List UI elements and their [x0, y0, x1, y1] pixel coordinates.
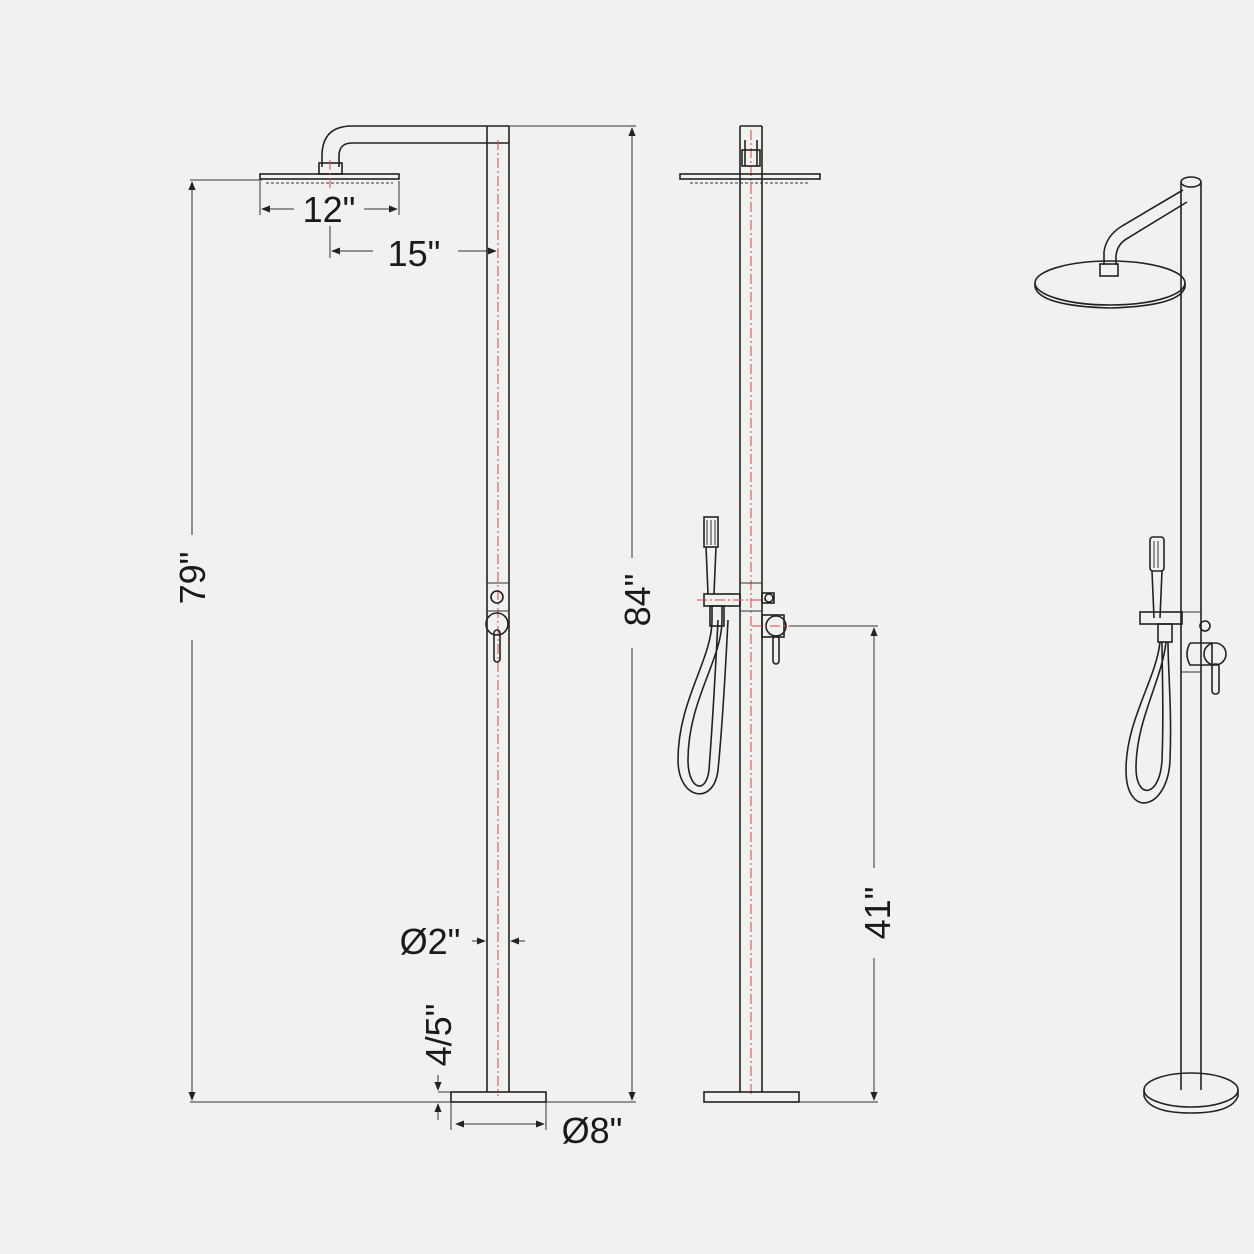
side-hose: [677, 605, 729, 795]
front-mixer-valve: [485, 590, 509, 663]
perspective-column: [1180, 176, 1202, 1090]
side-shower-head: [679, 173, 821, 184]
label-79in: 79": [172, 552, 213, 605]
side-view: 41": [677, 125, 898, 1103]
side-handheld-holder: [697, 593, 768, 607]
label-2in-diameter: Ø2": [400, 921, 461, 962]
dim-base-thickness: 4/5": [418, 1004, 459, 1120]
perspective-hose: [1125, 611, 1183, 804]
dim-arm-reach: 15": [329, 226, 497, 274]
perspective-mixer-valve: [1186, 620, 1227, 695]
dim-column-diameter: Ø2": [400, 921, 525, 962]
front-shower-head: [259, 160, 400, 190]
label-41in: 41": [857, 887, 898, 940]
label-4-5in: 4/5": [418, 1004, 459, 1067]
dim-base-diameter: Ø8": [450, 1102, 623, 1151]
front-base: [450, 1091, 547, 1103]
dim-total-height: 84": [509, 125, 658, 1103]
side-hand-shower: [703, 516, 719, 595]
label-8in-diameter: Ø8": [562, 1110, 623, 1151]
front-column: [486, 125, 510, 1096]
perspective-hand-shower: [1149, 536, 1165, 619]
label-12in: 12": [303, 189, 356, 230]
perspective-base: [1143, 1072, 1239, 1114]
side-shower-arm: [741, 140, 761, 167]
front-view: 12" 15" 79" 84" Ø2": [172, 125, 658, 1151]
dim-head-diameter: 12": [259, 181, 400, 230]
dim-valve-height: 41": [790, 625, 898, 1103]
perspective-view: [1034, 176, 1239, 1114]
dim-head-height: 79": [172, 179, 262, 1101]
front-shower-arm: [318, 125, 487, 175]
perspective-shower-arm: [1099, 189, 1188, 277]
side-base: [703, 1091, 800, 1103]
perspective-shower-head: [1034, 260, 1186, 309]
side-column: [739, 125, 763, 1096]
side-mixer-valve: [752, 592, 800, 665]
label-15in: 15": [388, 233, 441, 274]
label-84in: 84": [617, 574, 658, 627]
